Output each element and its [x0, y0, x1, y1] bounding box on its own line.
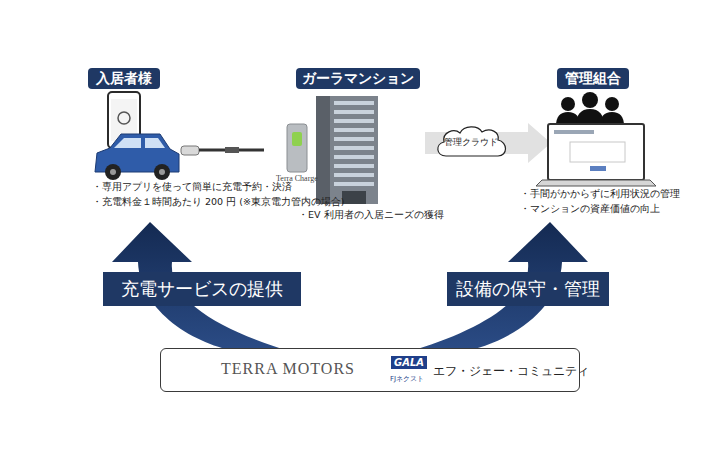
- cable-grip: [225, 147, 239, 153]
- company-logo-text: TERRA MOTORS: [221, 360, 355, 378]
- section-header: 管理組合: [557, 68, 629, 89]
- car-window: [145, 138, 165, 148]
- bullet-text: ・手間がかからずに利用状況の管理: [520, 188, 680, 201]
- building-front: [330, 96, 378, 204]
- logo-mark-text: GALA: [391, 356, 427, 369]
- cloud-box: 管理クラウド: [432, 122, 510, 164]
- cloud-shape: [438, 127, 506, 156]
- data-flow-arrow: [425, 123, 551, 163]
- box-text: 管理クラウド: [444, 137, 498, 149]
- company-name: エフ・ジェー・コミュニティ: [433, 363, 589, 380]
- product-name: Terra Charge: [276, 174, 318, 183]
- box-text: 管理組合: [565, 70, 621, 88]
- bullet-text: ・専用アプリを使って簡単に充電予約・決済: [92, 181, 292, 194]
- bullet-text: ・EV 利用者の入居ニーズの獲得: [298, 209, 444, 222]
- swoosh-arrow-left: [112, 222, 292, 352]
- car-window: [114, 138, 141, 148]
- car-wheel: [105, 164, 121, 180]
- role-band: 充電サービスの提供: [103, 272, 301, 306]
- box-text: 入居者様: [96, 70, 152, 88]
- screen-form: [570, 142, 625, 162]
- role-band: 設備の保守・管理: [447, 272, 609, 306]
- car-wheel: [154, 164, 170, 180]
- box-text: 充電サービスの提供: [121, 277, 283, 301]
- logo-sub-text: FJネクスト: [390, 374, 424, 384]
- section-header: ガーラマンション: [296, 68, 420, 89]
- laptop-screen: [548, 124, 644, 180]
- building-windows: [334, 101, 374, 204]
- box-text: ガーラマンション: [302, 70, 414, 88]
- phone-body: [108, 92, 140, 148]
- app-logo: [118, 112, 130, 124]
- laptop-base: [536, 180, 656, 186]
- section-header: 入居者様: [88, 68, 160, 89]
- screen-button: [590, 166, 606, 171]
- bullet-text: ・充電料金１時間あたり 200 円 (※東京電力管内の場合): [92, 196, 345, 209]
- car-hub: [110, 169, 116, 175]
- people-silhouettes: [556, 92, 624, 126]
- screen-header: [554, 130, 594, 134]
- bullet-text: ・マンションの資産価値の向上: [520, 203, 660, 216]
- charger-light: [292, 132, 302, 146]
- building-side: [316, 96, 330, 204]
- charging-plug: [181, 146, 199, 155]
- car-hub: [159, 169, 165, 175]
- partner-box: TERRA MOTORSGALAFJネクストエフ・ジェー・コミュニティ: [160, 348, 580, 392]
- box-text: 設備の保守・管理: [456, 277, 600, 301]
- charger-unit: [287, 124, 307, 172]
